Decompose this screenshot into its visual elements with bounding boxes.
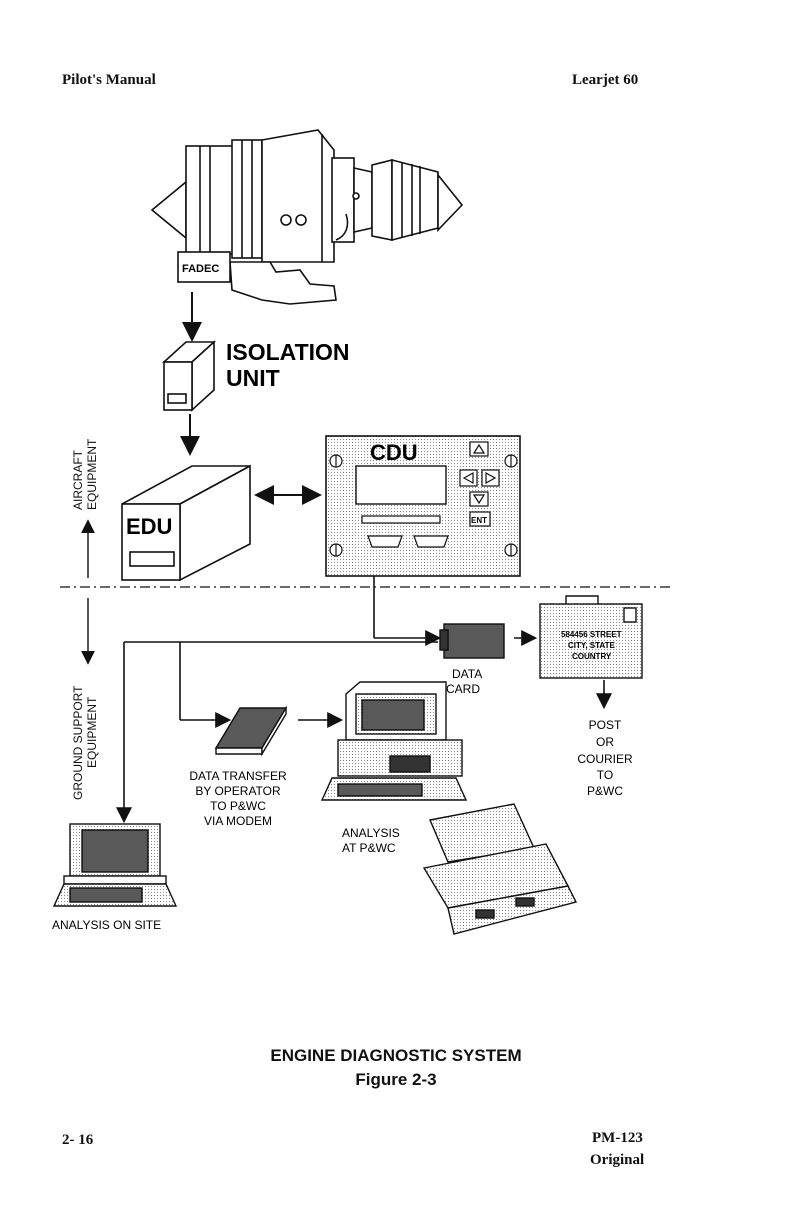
data-transfer-label: DATA TRANSFER BY OPERATOR TO P&WC VIA MO… bbox=[189, 769, 287, 828]
aircraft-equipment-label: AIRCRAFT EQUIPMENT bbox=[71, 438, 99, 510]
cdu-ent-key: ENT bbox=[471, 516, 487, 525]
cdu-card-slot bbox=[361, 515, 441, 524]
svg-text:DATA TRANSFER: DATA TRANSFER bbox=[189, 769, 287, 783]
pwc-computer-icon bbox=[320, 681, 468, 801]
figure-number: Figure 2-3 bbox=[355, 1070, 437, 1089]
cdu-panel bbox=[325, 435, 521, 577]
post-courier-label: POST OR COURIER TO P&WC bbox=[577, 718, 633, 798]
header-left: Pilot's Manual bbox=[62, 72, 156, 88]
mail-package-icon bbox=[539, 595, 643, 679]
modem-icon bbox=[214, 705, 288, 757]
cdu-label: CDU bbox=[370, 440, 418, 465]
analysis-pwc-label-1: ANALYSIS bbox=[342, 826, 400, 840]
svg-text:AIRCRAFT: AIRCRAFT bbox=[71, 449, 85, 510]
header-right: Learjet 60 bbox=[572, 72, 639, 88]
isolation-unit-label-1: ISOLATION bbox=[226, 339, 350, 365]
svg-text:BY OPERATOR: BY OPERATOR bbox=[195, 784, 281, 798]
analysis-site-label: ANALYSIS ON SITE bbox=[52, 918, 161, 932]
doc-status: Original bbox=[590, 1152, 645, 1168]
mail-label-line-2: CITY, STATE bbox=[568, 641, 615, 650]
svg-text:VIA MODEM: VIA MODEM bbox=[204, 814, 272, 828]
svg-text:POST: POST bbox=[589, 718, 622, 732]
svg-text:EQUIPMENT: EQUIPMENT bbox=[85, 438, 99, 510]
printer-icon bbox=[422, 803, 578, 935]
engine-illustration bbox=[150, 129, 464, 305]
svg-text:P&WC: P&WC bbox=[587, 784, 623, 798]
svg-text:OR: OR bbox=[596, 735, 614, 749]
page-number: 2- 16 bbox=[62, 1132, 94, 1148]
cdu-screws bbox=[329, 454, 518, 557]
onsite-computer-icon bbox=[52, 823, 178, 907]
fadec-box bbox=[177, 251, 231, 283]
edu-label: EDU bbox=[126, 514, 172, 539]
fadec-label: FADEC bbox=[182, 263, 219, 275]
data-card-icon bbox=[439, 623, 505, 659]
figure-title: ENGINE DIAGNOSTIC SYSTEM bbox=[270, 1046, 522, 1065]
mail-label-line-3: COUNTRY bbox=[572, 652, 612, 661]
cdu-connectors bbox=[367, 535, 449, 548]
cdu-keys bbox=[459, 441, 500, 527]
svg-text:GROUND SUPPORT: GROUND SUPPORT bbox=[71, 685, 85, 800]
mail-label-line-1: 584456 STREET bbox=[561, 630, 622, 639]
svg-text:COURIER: COURIER bbox=[577, 752, 633, 766]
isolation-unit-box bbox=[161, 340, 217, 412]
ground-support-label: GROUND SUPPORT EQUIPMENT bbox=[71, 685, 99, 800]
svg-text:TO P&WC: TO P&WC bbox=[210, 799, 266, 813]
cdu-screen bbox=[355, 465, 447, 505]
edu-box bbox=[121, 464, 251, 582]
isolation-unit-label-2: UNIT bbox=[226, 365, 280, 391]
data-card-label-1: DATA bbox=[452, 667, 482, 681]
doc-number: PM-123 bbox=[592, 1130, 643, 1146]
connection-lines bbox=[116, 576, 612, 824]
analysis-pwc-label-2: AT P&WC bbox=[342, 841, 396, 855]
svg-text:TO: TO bbox=[597, 768, 613, 782]
data-card-label-2: CARD bbox=[446, 682, 480, 696]
svg-text:EQUIPMENT: EQUIPMENT bbox=[85, 696, 99, 768]
